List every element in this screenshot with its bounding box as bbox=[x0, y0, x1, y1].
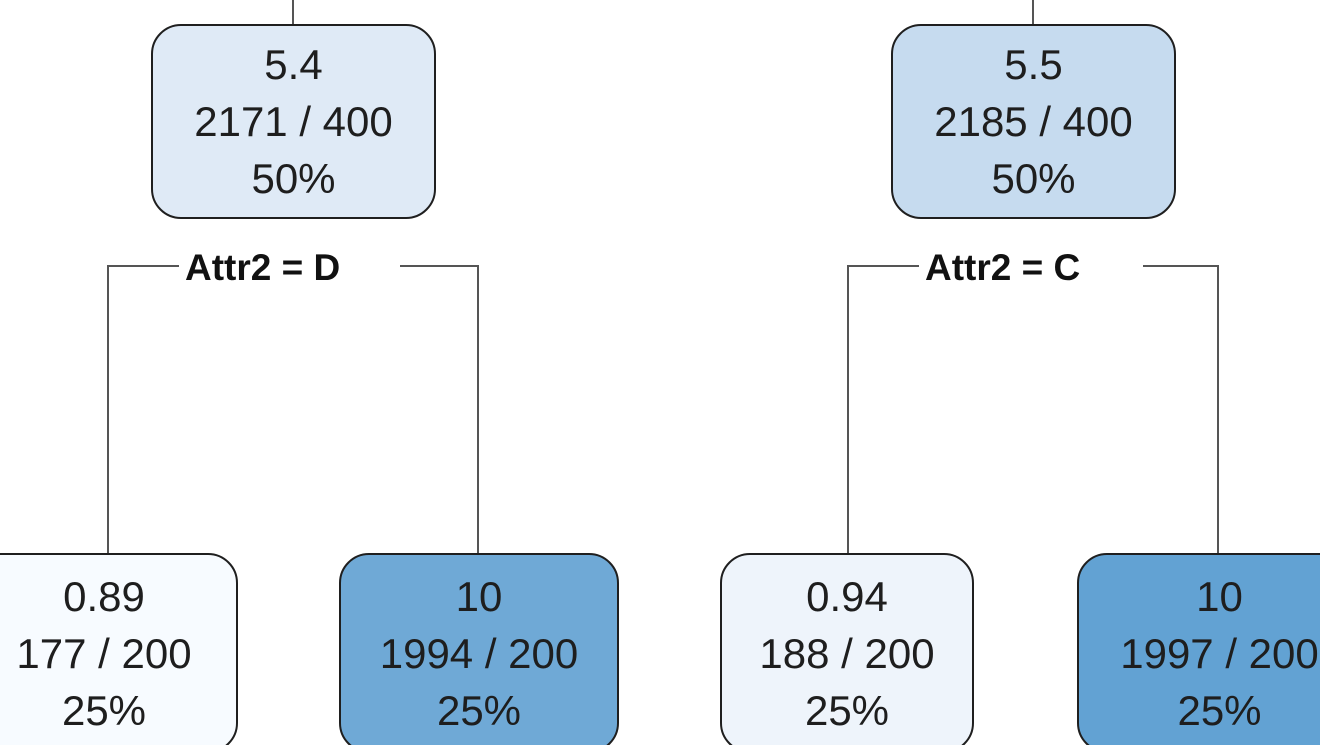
node-sum-count: 1994 / 200 bbox=[379, 629, 579, 677]
node-value: 5.5 bbox=[1004, 41, 1063, 88]
tree-leaf-4: 10 1997 / 200 25% bbox=[1077, 553, 1320, 745]
node-value: 0.94 bbox=[806, 572, 888, 620]
edge-left-split-left-branch bbox=[107, 265, 185, 553]
tree-node-left-parent: 5.4 2171 / 400 50% bbox=[151, 24, 436, 219]
node-percent: 25% bbox=[61, 686, 147, 734]
tree-leaf-3: 0.94 188 / 200 25% bbox=[720, 553, 974, 745]
tree-leaf-2: 10 1994 / 200 25% bbox=[339, 553, 619, 745]
node-percent: 50% bbox=[251, 155, 336, 202]
node-percent: 50% bbox=[991, 155, 1076, 202]
node-sum-count: 177 / 200 bbox=[16, 629, 192, 677]
node-sum-count: 1997 / 200 bbox=[1120, 629, 1319, 677]
tree-leaf-1: 0.89 177 / 200 25% bbox=[0, 553, 238, 745]
node-value: 0.89 bbox=[63, 572, 145, 620]
node-percent: 25% bbox=[436, 686, 522, 734]
edge-right-split-left-branch bbox=[847, 265, 925, 553]
node-percent: 25% bbox=[804, 686, 890, 734]
split-label-right: Attr2 = C bbox=[919, 248, 1087, 288]
node-value: 10 bbox=[455, 572, 503, 620]
tree-node-right-parent: 5.5 2185 / 400 50% bbox=[891, 24, 1176, 219]
edge-right-split-right-branch bbox=[1143, 265, 1219, 553]
node-value: 10 bbox=[1196, 572, 1243, 620]
node-sum-count: 188 / 200 bbox=[759, 629, 935, 677]
node-sum-count: 2171 / 400 bbox=[194, 98, 393, 145]
node-sum-count: 2185 / 400 bbox=[934, 98, 1133, 145]
node-percent: 25% bbox=[1177, 686, 1262, 734]
edge-left-split-right-branch bbox=[400, 265, 479, 553]
node-value: 5.4 bbox=[264, 41, 323, 88]
split-label-left: Attr2 = D bbox=[179, 248, 347, 288]
